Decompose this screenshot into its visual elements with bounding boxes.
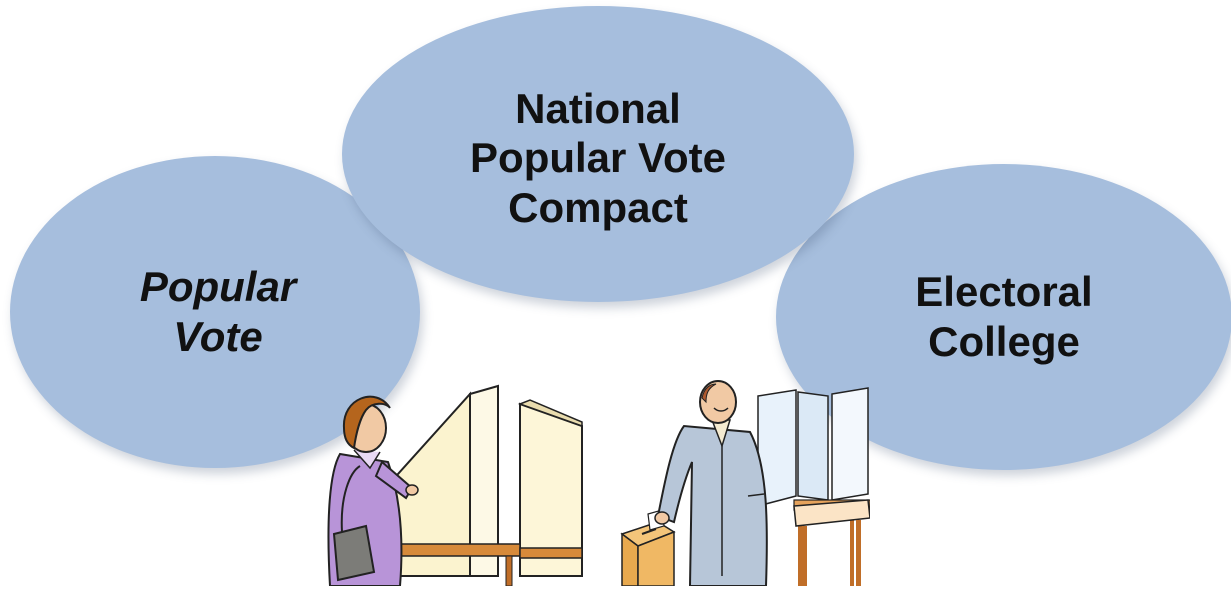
woman-voting-booth-clipart-icon [320, 376, 590, 591]
electoral-college-line-2: College [928, 318, 1080, 365]
popular-vote-ellipse: Popular Vote [10, 156, 420, 468]
npv-compact-label: National Popular Vote Compact [470, 84, 726, 233]
npv-compact-line-1: National [515, 84, 681, 132]
electoral-college-label: Electoral College [915, 267, 1092, 366]
popular-vote-line-1: Popular [139, 263, 297, 311]
popular-vote-line-2: Vote [173, 313, 263, 360]
electoral-college-line-1: Electoral [915, 268, 1093, 316]
npv-compact-line-3: Compact [508, 183, 688, 231]
man-casting-ballot-clipart-icon [618, 376, 871, 591]
national-popular-vote-compact-ellipse: National Popular Vote Compact [342, 6, 854, 302]
popular-vote-label: Popular Vote [140, 262, 296, 361]
npv-compact-line-2: Popular Vote [470, 134, 726, 182]
